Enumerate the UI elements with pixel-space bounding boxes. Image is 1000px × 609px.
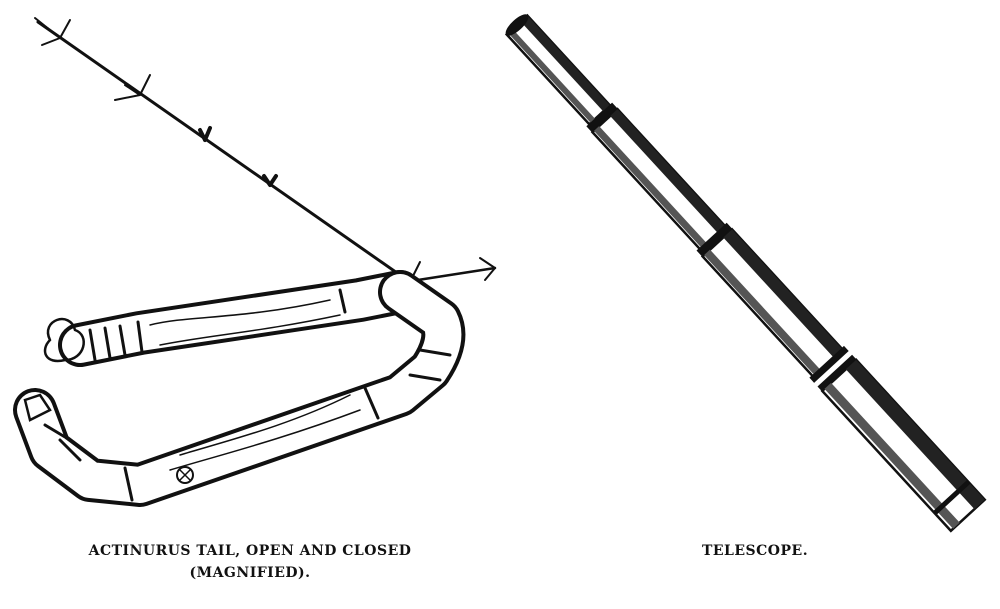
- actinurus-caption-line1: ACTINURUS TAIL, OPEN AND CLOSED: [88, 543, 412, 559]
- actinurus-caption: ACTINURUS TAIL, OPEN AND CLOSED (MAGNIFI…: [30, 540, 470, 584]
- actinurus-caption-line2: (MAGNIFIED).: [189, 565, 311, 581]
- telescope-drawing: [504, 13, 987, 533]
- telescope-caption: TELESCOPE.: [701, 543, 809, 559]
- actinurus-tail-drawing: [13, 17, 497, 507]
